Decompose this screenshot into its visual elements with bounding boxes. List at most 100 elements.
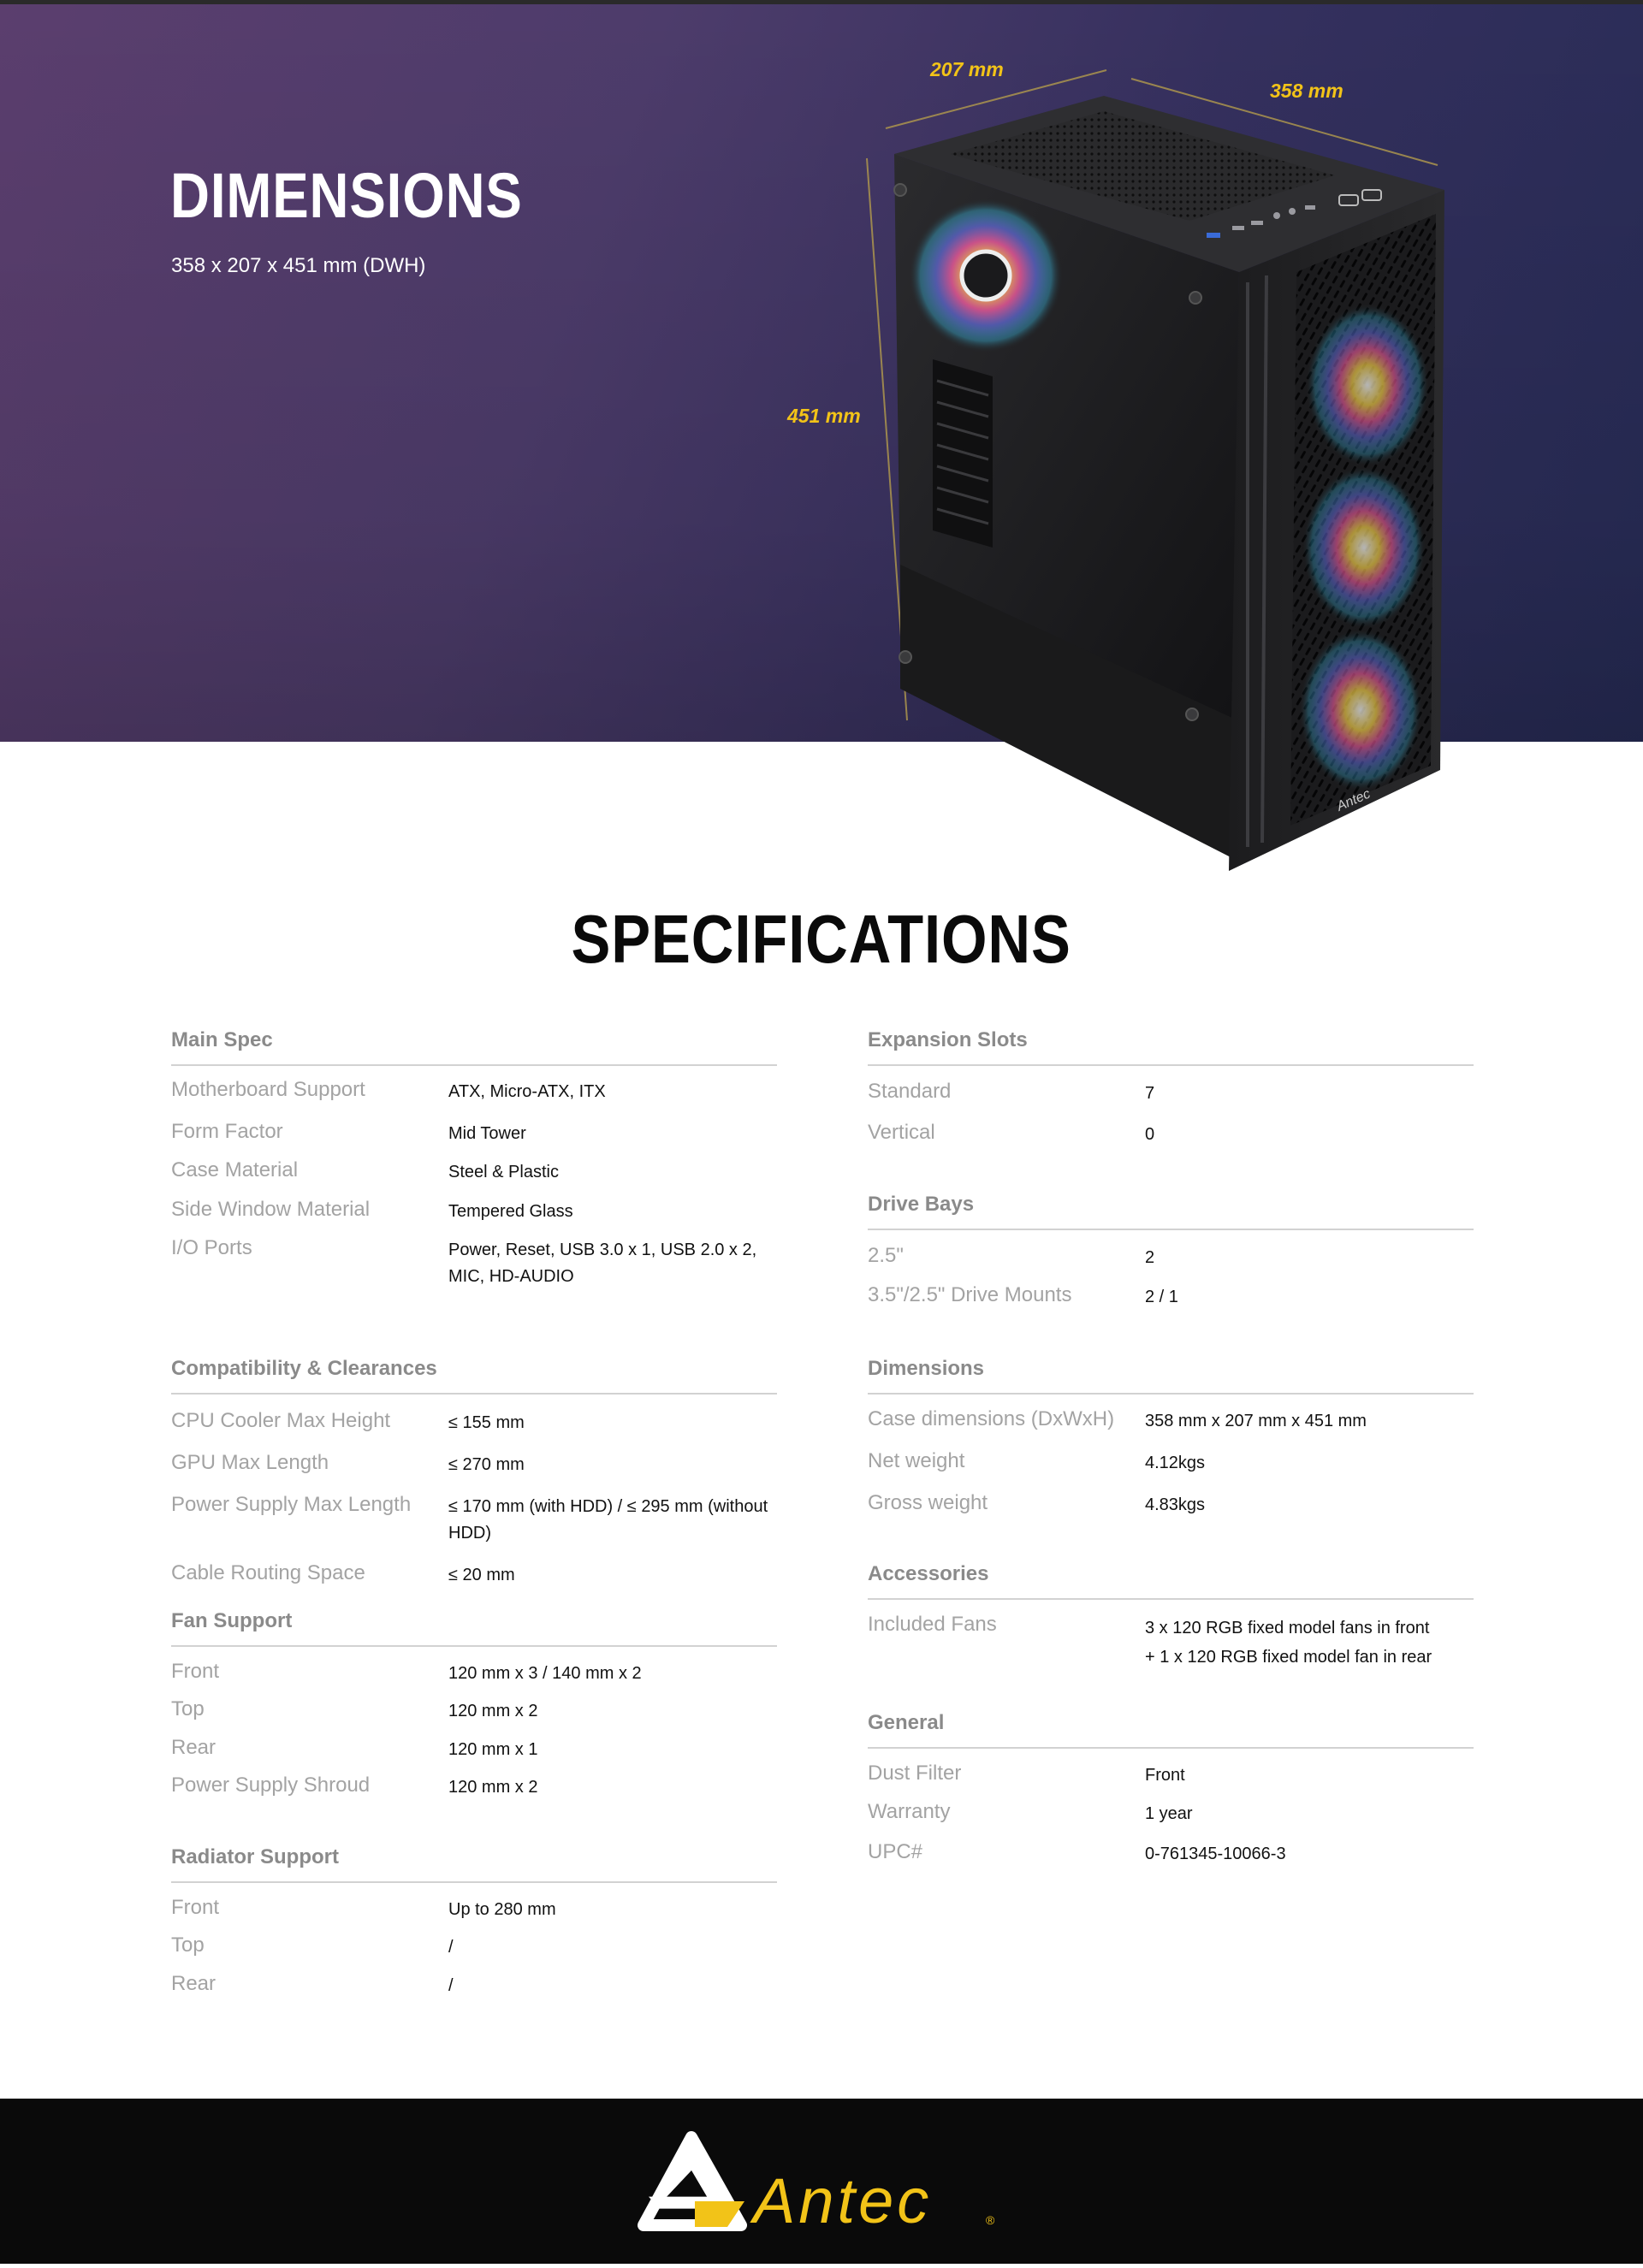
spec-section-accessories: Accessories Included Fans 3 x 120 RGB fi… (868, 1562, 1474, 1672)
section-heading: Accessories (868, 1562, 1474, 1600)
spec-value: 120 mm x 2 (448, 1702, 538, 1720)
spec-row: Top/ (171, 1933, 777, 1961)
specifications-title: SPECIFICATIONS (0, 900, 1643, 979)
spec-value: 2 (1145, 1248, 1155, 1267)
width-dimension-line (885, 69, 1107, 129)
spec-row: Included Fans 3 x 120 RGB fixed model fa… (868, 1613, 1474, 1672)
spec-value: 1 year (1145, 1804, 1193, 1823)
spec-label: Included Fans (868, 1613, 997, 1636)
spec-value: 4.12kgs (1145, 1454, 1206, 1472)
spec-row: 2.5" 2 (868, 1244, 1474, 1271)
spec-value: 120 mm x 1 (448, 1740, 538, 1759)
spec-value: ≤ 170 mm (with HDD) / ≤ 295 mm (without … (448, 1497, 768, 1543)
spec-row: UPC# 0-761345-10066-3 (868, 1840, 1474, 1868)
top-border (0, 0, 1643, 4)
pc-case-illustration: Antec (866, 69, 1444, 871)
spec-value: ≤ 155 mm (448, 1413, 525, 1432)
spec-row: Side Window Material Tempered Glass (171, 1198, 777, 1225)
spec-label: 2.5" (868, 1244, 904, 1267)
front-rgb-fans (1299, 304, 1429, 791)
spec-label: Standard (868, 1080, 952, 1103)
spec-label: CPU Cooler Max Height (171, 1409, 391, 1432)
spec-row: I/O Ports Power, Reset, USB 3.0 x 1, USB… (171, 1236, 777, 1290)
spec-label: Warranty (868, 1800, 951, 1823)
spec-label: Net weight (868, 1449, 965, 1472)
io-ports (1207, 189, 1382, 238)
spec-row: Dust Filter Front (868, 1762, 1474, 1789)
thumbscrews (893, 183, 1202, 721)
depth-dimension-line (1130, 78, 1438, 166)
spec-section-drive-bays: Drive Bays 2.5" 2 3.5"/2.5" Drive Mounts 2… (868, 1193, 1474, 1311)
spec-value: Front (1145, 1766, 1185, 1785)
registered-mark: ® (986, 2213, 995, 2227)
spec-label: GPU Max Length (171, 1451, 329, 1474)
spec-value: ATX, Micro-ATX, ITX (448, 1082, 606, 1101)
antec-logo[interactable]: Antec ® (0, 2099, 1643, 2264)
specifications-title-text: SPECIFICATIONS (571, 901, 1072, 977)
spec-label: Power Supply Shroud (171, 1774, 371, 1797)
section-heading: Radiator Support (171, 1845, 777, 1883)
spec-row: Cable Routing Space≤ 20 mm (171, 1561, 777, 1589)
spec-row: Top 120 mm x 2 (171, 1697, 777, 1725)
spec-row: Net weight 4.12kgs (868, 1449, 1474, 1477)
spec-value: 358 mm x 207 mm x 451 mm (1145, 1412, 1367, 1430)
spec-value-line-2: + 1 x 120 RGB fixed model fan in rear (1145, 1648, 1432, 1667)
top-mesh (950, 111, 1335, 221)
spec-row: Case dimensions (DxWxH) 358 mm x 207 mm x… (868, 1407, 1474, 1435)
rear-rgb-fan-icon (909, 198, 1063, 352)
spec-label: Rear (171, 1972, 216, 1995)
spec-value-line-1: Power, Reset, USB 3.0 x 1, USB 2.0 x 2, (448, 1241, 757, 1259)
spec-label: Power Supply Max Length (171, 1493, 412, 1516)
section-heading: Dimensions (868, 1357, 1474, 1395)
spec-value: Tempered Glass (448, 1202, 573, 1221)
antec-logo-icon (638, 2131, 747, 2231)
spec-label: Top (171, 1697, 205, 1720)
spec-row: Power Supply Max Length ≤ 170 mm (with HD… (171, 1493, 777, 1547)
spec-row: GPU Max Length≤ 270 mm (171, 1451, 777, 1478)
spec-label: UPC# (868, 1840, 923, 1863)
front-fan-bottom-icon (1299, 629, 1422, 791)
spec-value-line-2: MIC, HD-AUDIO (448, 1267, 574, 1286)
spec-value: 120 mm x 2 (448, 1778, 538, 1797)
psu-shroud (900, 565, 1236, 860)
spec-row: Power Supply Shroud 120 mm x 2 (171, 1774, 777, 1801)
spec-value-multiline: 3 x 120 RGB fixed model fans in front+ 1… (1145, 1613, 1432, 1672)
spec-label: 3.5"/2.5" Drive Mounts (868, 1283, 1072, 1306)
spec-label: Dust Filter (868, 1762, 962, 1785)
spec-value: 7 (1145, 1084, 1155, 1103)
spec-section-dimensions: Dimensions Case dimensions (DxWxH) 358 mm… (868, 1357, 1474, 1519)
front-fan-middle-icon (1302, 466, 1426, 629)
spec-value: Up to 280 mm (448, 1900, 556, 1919)
spec-value: ≤ 20 mm (448, 1566, 515, 1584)
spec-label: Case Material (171, 1158, 299, 1181)
section-heading: Drive Bays (868, 1193, 1474, 1230)
spec-value: 120 mm x 3 / 140 mm x 2 (448, 1664, 642, 1683)
spec-row: Rear / (171, 1972, 777, 1999)
front-panel-edges (1246, 275, 1268, 847)
spec-label: Front (171, 1660, 220, 1683)
spec-label: Top (171, 1933, 205, 1957)
height-label: 451 mm (787, 405, 861, 427)
spec-value: 2 / 1 (1145, 1288, 1178, 1306)
spec-value: / (448, 1976, 454, 1995)
dimensions-summary: 358 x 207 x 451 mm (DWH) (171, 254, 426, 277)
width-label: 207 mm (930, 58, 1004, 80)
spec-row: Standard 7 (868, 1080, 1474, 1107)
expansion-slot-lines (936, 379, 989, 525)
section-heading: Expansion Slots (868, 1028, 1474, 1066)
section-heading: Compatibility & Clearances (171, 1357, 777, 1395)
spec-label: Case dimensions (DxWxH) (868, 1407, 1115, 1430)
spec-label: Front (171, 1896, 220, 1919)
spec-label: Side Window Material (171, 1198, 371, 1221)
spec-value: 0-761345-10066-3 (1145, 1845, 1286, 1863)
